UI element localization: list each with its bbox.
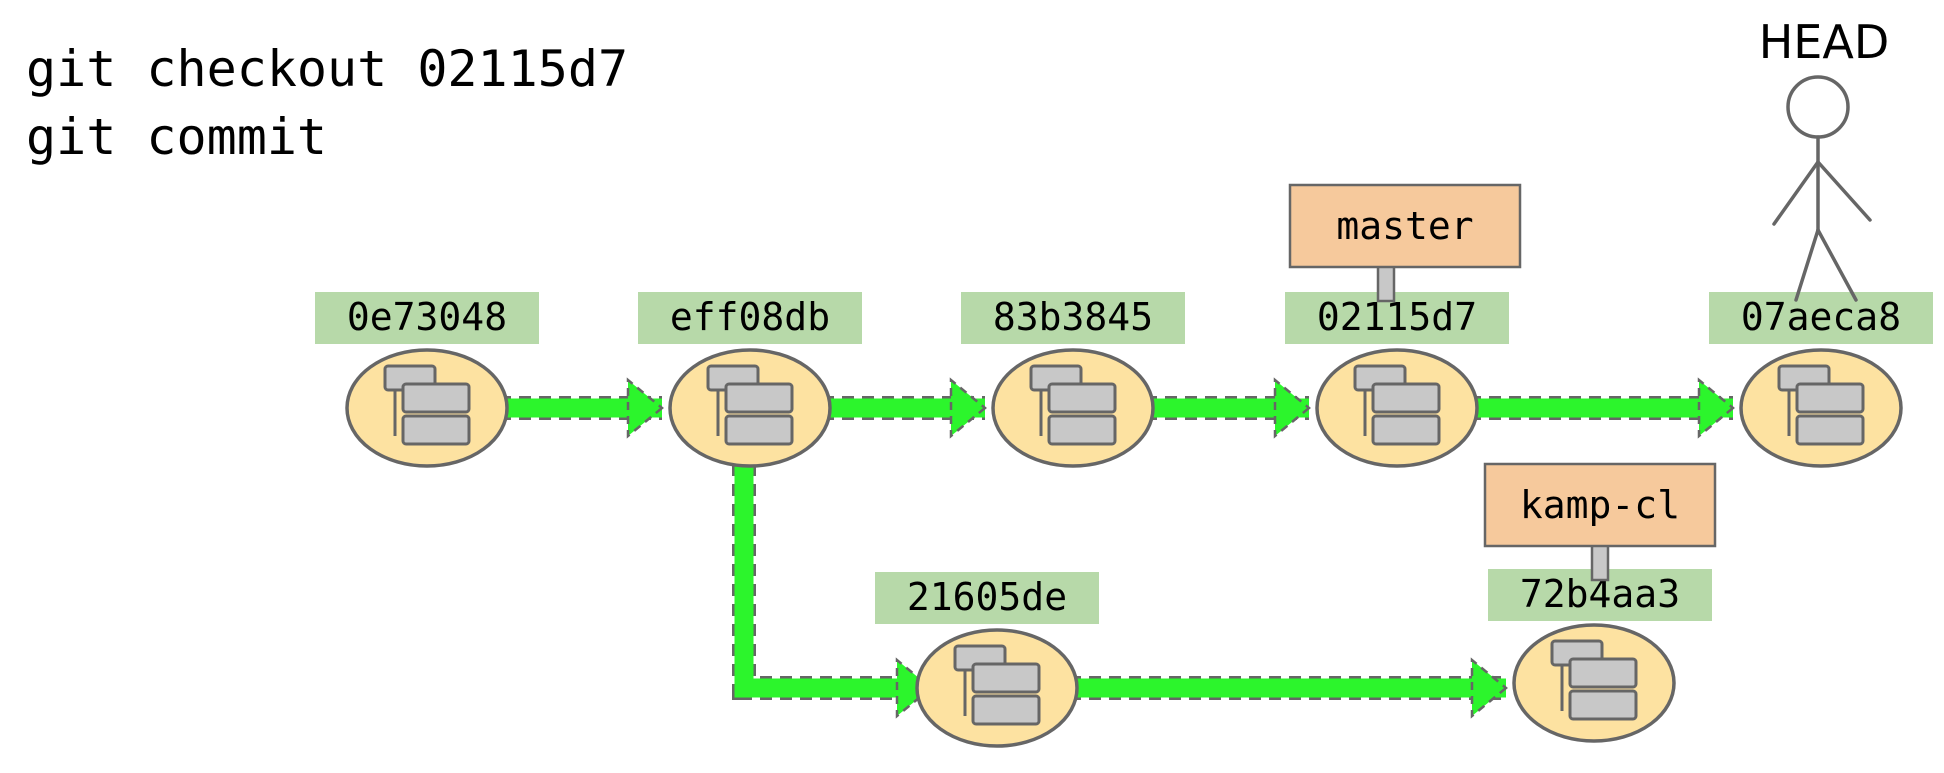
commits	[345, 348, 1903, 748]
file-icon	[724, 414, 794, 446]
commit-node-83b3845[interactable]	[991, 348, 1155, 468]
commit-hash-label: eff08db	[638, 292, 862, 344]
commit-edge-arrow	[1469, 377, 1735, 439]
edges	[499, 377, 1735, 719]
file-icon	[1568, 657, 1638, 689]
commit-edge-arrow	[822, 377, 987, 439]
branch-name: kamp-cl	[1520, 483, 1680, 527]
branch-master[interactable]: master	[1288, 183, 1522, 303]
file-icon	[401, 414, 471, 446]
file-icon	[1795, 382, 1865, 414]
commit-node-eff08db[interactable]	[668, 348, 832, 468]
command-line: git commit	[26, 108, 327, 166]
file-icon	[1568, 689, 1638, 721]
branch-name: master	[1336, 204, 1473, 248]
head-pointer: HEAD	[1759, 15, 1890, 302]
branch-sign	[1288, 183, 1522, 269]
file-icon	[1047, 382, 1117, 414]
file-icon	[971, 662, 1041, 694]
file-icon	[971, 694, 1041, 726]
file-icon	[1371, 414, 1441, 446]
commands: git checkout 02115d7 git commit	[26, 40, 628, 166]
commit-hash-label: 83b3845	[961, 292, 1185, 344]
commit-edge-arrow	[1069, 657, 1508, 719]
file-icon	[724, 382, 794, 414]
file-icon	[1795, 414, 1865, 446]
hash-labels: 0e73048 eff08db 83b3845 02115d7 07aeca8 21605…	[315, 292, 1933, 624]
file-icon	[401, 382, 471, 414]
file-icon	[1371, 382, 1441, 414]
commit-hash-label: 02115d7	[1285, 292, 1509, 344]
commit-hash-label: 07aeca8	[1709, 292, 1933, 344]
commit-node-0e73048[interactable]	[345, 348, 509, 468]
branch-labels: master kamp-cl	[1288, 183, 1717, 582]
commit-hash: 83b3845	[993, 295, 1153, 339]
commit-node-21605de[interactable]	[915, 628, 1079, 748]
commit-hash: 02115d7	[1317, 295, 1477, 339]
commit-node-07aeca8[interactable]	[1739, 348, 1903, 468]
commit-hash: 21605de	[907, 575, 1067, 619]
head-label: HEAD	[1759, 15, 1890, 69]
commit-hash: 07aeca8	[1741, 295, 1901, 339]
commit-edge-arrow	[499, 377, 664, 439]
command-line: git checkout 02115d7	[26, 40, 628, 98]
commit-edge-arrow	[732, 464, 933, 719]
commit-hash: 0e73048	[347, 295, 507, 339]
branch-sign	[1483, 462, 1717, 548]
commit-node-72b4aa3[interactable]	[1512, 623, 1676, 743]
head-stick-figure: HEAD	[1759, 15, 1890, 302]
commit-hash-label: 0e73048	[315, 292, 539, 344]
commit-edge-arrow	[1145, 377, 1311, 439]
branch-post	[1376, 263, 1396, 303]
commit-hash-label: 21605de	[875, 572, 1099, 624]
file-icon	[1047, 414, 1117, 446]
commit-hash: eff08db	[670, 295, 830, 339]
branch-post	[1590, 542, 1610, 582]
commit-node-02115d7[interactable]	[1315, 348, 1479, 468]
branch-kamp-cl[interactable]: kamp-cl	[1483, 462, 1717, 582]
